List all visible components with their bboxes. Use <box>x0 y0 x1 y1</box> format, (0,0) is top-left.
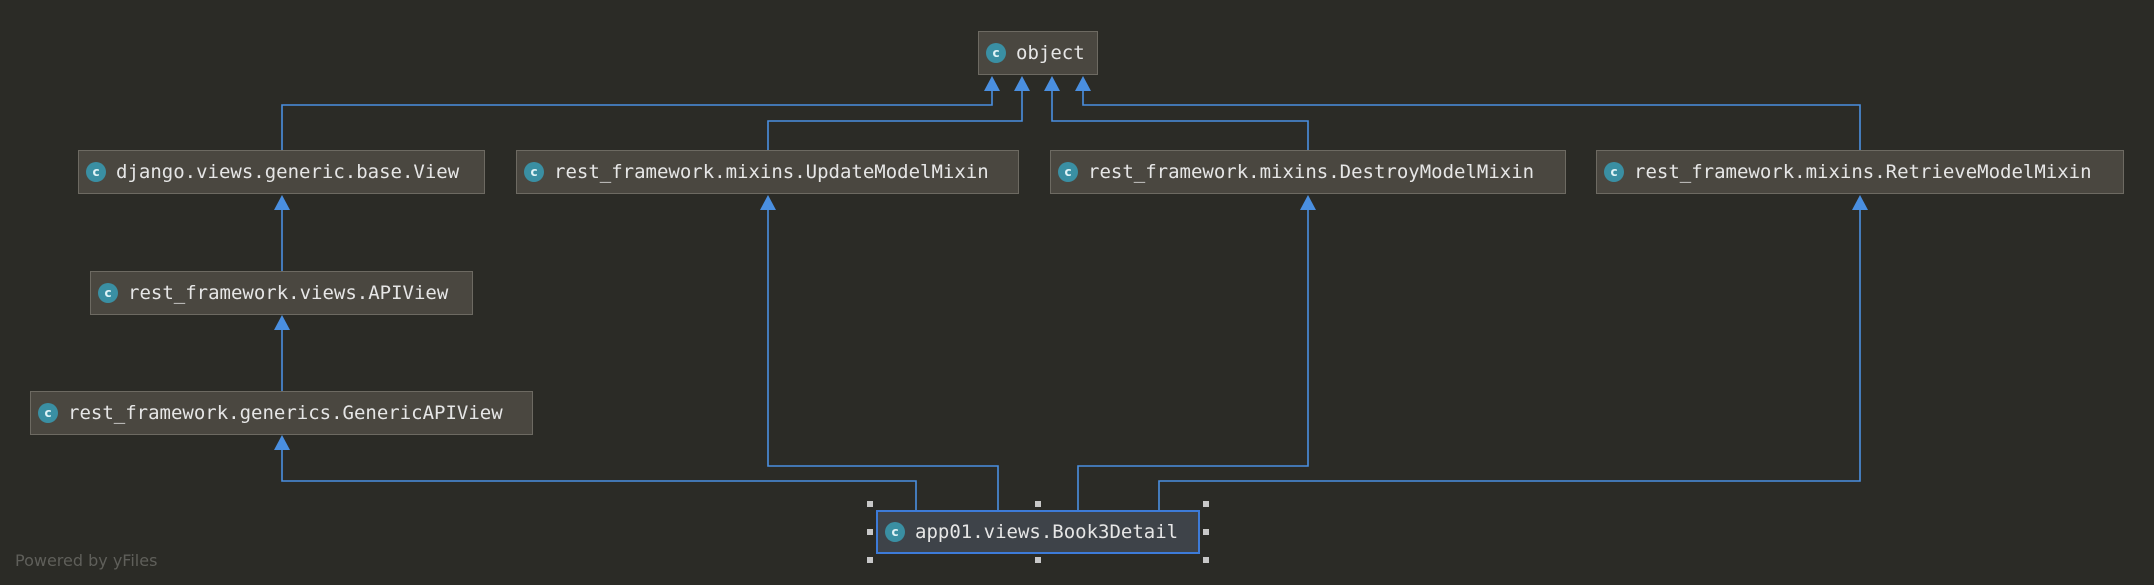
edge-book3detail-to-retrieve-mixin <box>1158 200 1861 510</box>
node-destroy-mixin[interactable]: c rest_framework.mixins.DestroyModelMixi… <box>1050 150 1566 194</box>
node-update-mixin[interactable]: c rest_framework.mixins.UpdateModelMixin <box>516 150 1019 194</box>
arrowhead-generic-apiview-to-apiview <box>274 315 290 330</box>
node-object[interactable]: c object <box>978 31 1098 75</box>
arrowhead-book3detail-to-generic-apiview <box>274 435 290 450</box>
resize-handle-middle-right[interactable] <box>1203 529 1209 535</box>
arrowhead-book3detail-to-update-mixin <box>760 195 776 210</box>
class-icon: c <box>1604 162 1624 182</box>
node-book3detail[interactable]: c app01.views.Book3Detail <box>876 510 1200 554</box>
node-label: rest_framework.mixins.UpdateModelMixin <box>554 161 989 183</box>
edge-update-mixin-to-object <box>767 81 1023 150</box>
edge-book3detail-to-generic-apiview <box>281 440 917 510</box>
edge-retrieve-mixin-to-object <box>1082 81 1861 150</box>
class-icon: c <box>86 162 106 182</box>
resize-handle-bottom-left[interactable] <box>867 557 873 563</box>
arrowhead-django-view-to-object <box>984 76 1000 91</box>
resize-handle-middle-left[interactable] <box>867 529 873 535</box>
watermark: Powered by yFiles <box>15 551 158 570</box>
resize-handle-bottom-right[interactable] <box>1203 557 1209 563</box>
resize-handle-bottom-center[interactable] <box>1035 557 1041 563</box>
arrowhead-update-mixin-to-object <box>1014 76 1030 91</box>
node-apiview[interactable]: c rest_framework.views.APIView <box>90 271 473 315</box>
node-label: django.views.generic.base.View <box>116 161 460 183</box>
arrowhead-apiview-to-django-view <box>274 195 290 210</box>
class-icon: c <box>98 283 118 303</box>
edge-book3detail-to-update-mixin <box>767 200 999 510</box>
arrowhead-book3detail-to-destroy-mixin <box>1300 195 1316 210</box>
edge-destroy-mixin-to-object <box>1051 81 1309 150</box>
class-icon: c <box>986 43 1006 63</box>
node-label: app01.views.Book3Detail <box>915 521 1179 543</box>
edge-book3detail-to-destroy-mixin <box>1077 200 1309 510</box>
node-retrieve-mixin[interactable]: c rest_framework.mixins.RetrieveModelMix… <box>1596 150 2124 194</box>
class-icon: c <box>38 403 58 423</box>
class-icon: c <box>885 522 905 542</box>
resize-handle-top-right[interactable] <box>1203 501 1209 507</box>
edge-django-view-to-object <box>281 81 993 150</box>
node-label: rest_framework.views.APIView <box>128 282 449 304</box>
node-label: object <box>1016 42 1085 64</box>
class-icon: c <box>524 162 544 182</box>
node-label: rest_framework.generics.GenericAPIView <box>68 402 503 424</box>
node-label: rest_framework.mixins.DestroyModelMixin <box>1088 161 1535 183</box>
node-generic-apiview[interactable]: c rest_framework.generics.GenericAPIView <box>30 391 533 435</box>
node-django-view[interactable]: c django.views.generic.base.View <box>78 150 485 194</box>
node-label: rest_framework.mixins.RetrieveModelMixin <box>1634 161 2092 183</box>
arrowhead-destroy-mixin-to-object <box>1044 76 1060 91</box>
resize-handle-top-left[interactable] <box>867 501 873 507</box>
arrowhead-book3detail-to-retrieve-mixin <box>1852 195 1868 210</box>
arrowhead-retrieve-mixin-to-object <box>1075 76 1091 91</box>
resize-handle-top-center[interactable] <box>1035 501 1041 507</box>
class-icon: c <box>1058 162 1078 182</box>
